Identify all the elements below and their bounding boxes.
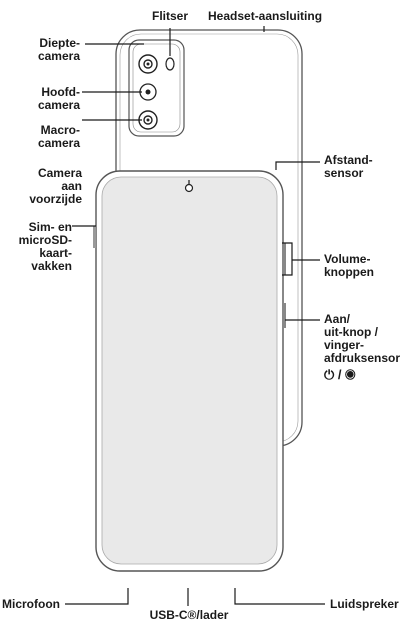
label-flash: Flitser xyxy=(151,9,188,23)
label-power-button: Aan/ uit-knop / vinger- afdruksensor xyxy=(324,312,401,365)
label-microphone: Microfoon xyxy=(2,597,60,611)
volume-buttons xyxy=(283,243,286,275)
label-depth-camera: Diepte- camera xyxy=(37,36,80,63)
label-headset-jack: Headset-aansluiting xyxy=(208,9,323,23)
front-camera-dot xyxy=(184,183,194,193)
label-usb-port: USB-C®/lader xyxy=(149,608,229,622)
phone-screen xyxy=(101,176,278,565)
label-macro-camera: Macro- camera xyxy=(37,123,80,150)
flash-led xyxy=(165,57,175,71)
label-speaker: Luidspreker xyxy=(330,597,399,611)
label-volume-buttons: Volume- knoppen xyxy=(324,252,374,279)
label-sim-tray: Sim- en microSD- kaart- vakken xyxy=(18,220,72,273)
depth-camera-lens xyxy=(138,54,158,74)
label-main-camera: Hoofd- camera xyxy=(37,85,80,112)
label-front-camera: Camera aan voorzijde xyxy=(29,166,82,206)
label-proximity-sensor: Afstand- sensor xyxy=(324,153,373,180)
sim-tray xyxy=(93,226,96,248)
leader-lines xyxy=(65,26,325,606)
main-camera-lens xyxy=(139,83,157,101)
power-button xyxy=(283,303,286,328)
label-power-icons: ⏻ / ◉ xyxy=(324,367,356,382)
